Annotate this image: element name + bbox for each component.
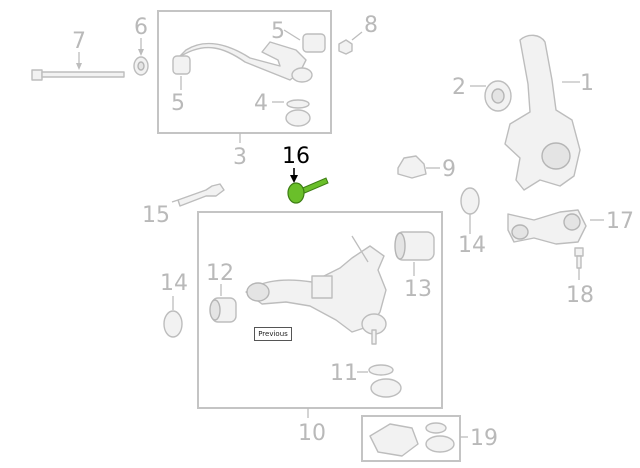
callout-14b: 14: [458, 233, 486, 258]
part-18-bolt[interactable]: [574, 247, 584, 280]
part-17-bracket[interactable]: [507, 209, 604, 245]
part-19-ball-joint-kit[interactable]: [369, 422, 455, 457]
callout-14a: 14: [160, 271, 188, 296]
previous-button[interactable]: Previous: [254, 327, 292, 341]
callout-18: 18: [566, 283, 594, 308]
part-10-lower-control-arm[interactable]: [245, 235, 387, 345]
callout-10: 10: [298, 421, 326, 446]
callout-7: 7: [72, 29, 86, 54]
lower-arm-group-box: [197, 211, 443, 409]
part-7-bolt[interactable]: [31, 52, 125, 81]
callout-16: 16: [282, 144, 310, 169]
ball-joint-group-box: [361, 415, 461, 462]
upper-arm-group-box: [157, 10, 332, 134]
part-8-nut[interactable]: [338, 31, 363, 55]
callout-13: 13: [404, 277, 432, 302]
callout-5b: 5: [271, 19, 285, 44]
part-11-snap-ring[interactable]: [357, 364, 402, 398]
callout-15: 15: [142, 203, 170, 228]
callout-1: 1: [580, 71, 594, 96]
callout-11: 11: [330, 361, 358, 386]
part-14-right-bushing[interactable]: [460, 187, 480, 234]
part-15-bolt[interactable]: [171, 183, 225, 207]
part-2-seal[interactable]: [470, 80, 512, 112]
callout-5a: 5: [171, 91, 185, 116]
part-12-bushing[interactable]: [209, 284, 237, 323]
callout-6: 6: [134, 15, 148, 40]
callout-8: 8: [364, 13, 378, 38]
part-6-washer[interactable]: [133, 38, 149, 76]
part-13-bushing[interactable]: [394, 231, 435, 276]
callout-19: 19: [470, 426, 498, 451]
part-3-upper-control-arm[interactable]: [172, 29, 326, 127]
callout-12: 12: [206, 261, 234, 286]
part-1-steering-knuckle[interactable]: [504, 34, 581, 191]
callout-9: 9: [442, 157, 456, 182]
callout-17: 17: [606, 209, 634, 234]
part-14-left-bushing[interactable]: [163, 296, 183, 338]
part-9-boot[interactable]: [397, 155, 440, 179]
callout-2: 2: [452, 75, 466, 100]
callout-3: 3: [233, 145, 247, 170]
part-16-cam-bolt[interactable]: [287, 168, 329, 204]
callout-4: 4: [254, 91, 268, 116]
